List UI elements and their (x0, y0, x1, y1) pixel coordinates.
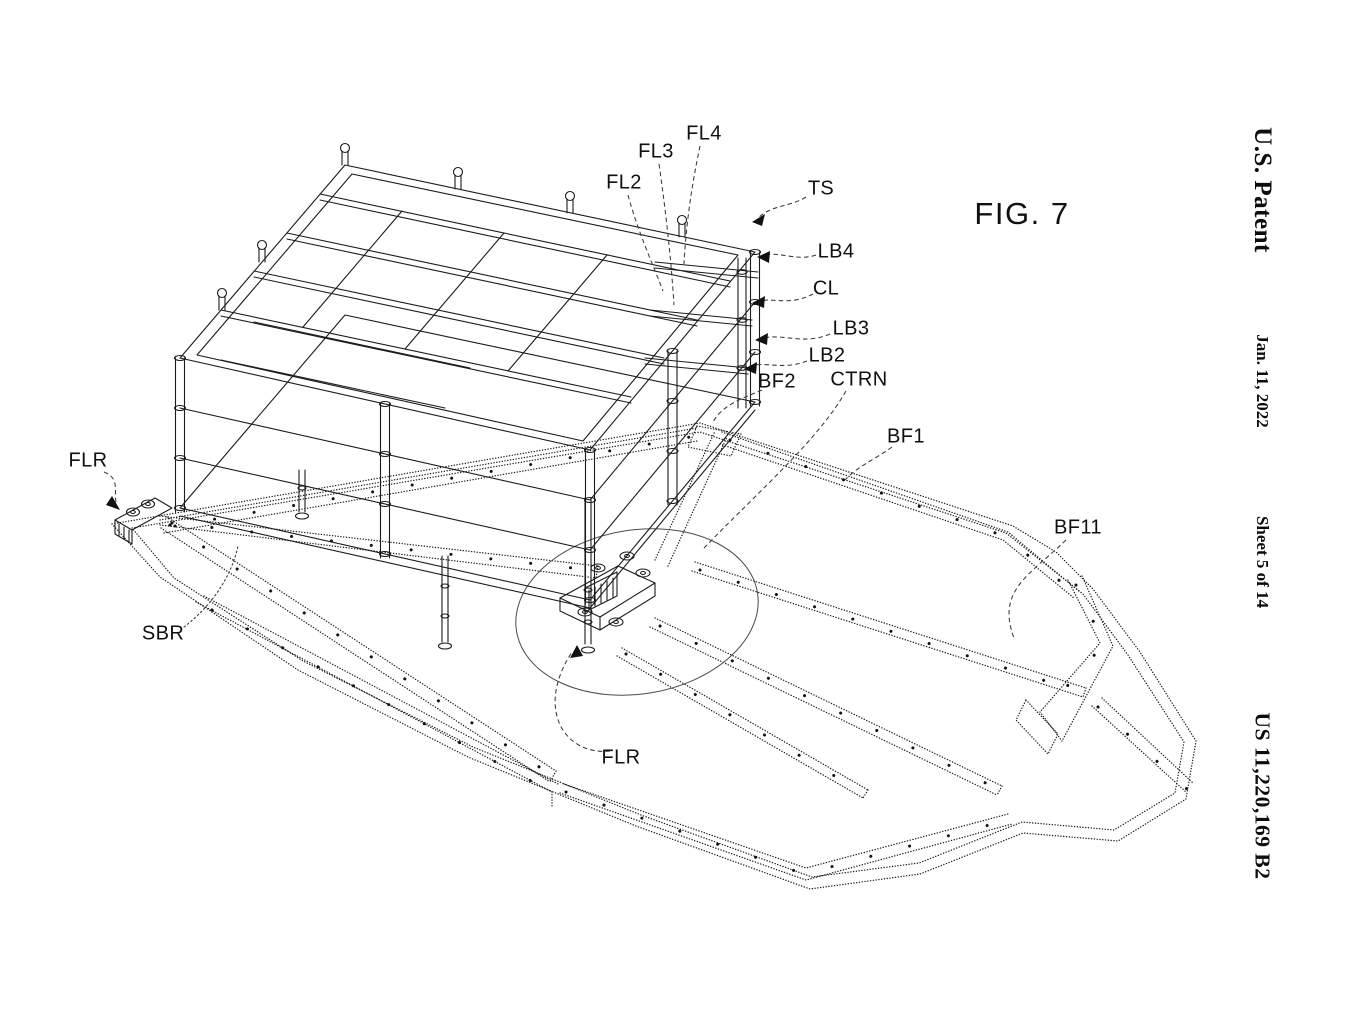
module-rack-drawing (173, 142, 762, 654)
ref-label-fl2: FL2 (606, 171, 642, 194)
ref-label-bf2: BF2 (758, 370, 796, 393)
rack-support-rods (294, 469, 596, 654)
ref-label-ts: TS (807, 177, 835, 200)
header-date: Jan. 11, 2022 (1253, 334, 1272, 428)
header-patent-number: US 11,220,169 B2 (1250, 712, 1275, 880)
callout-ellipse (515, 528, 759, 696)
base-frame-drawing (111, 422, 1197, 890)
header-publication: U.S. Patent (1249, 127, 1276, 253)
ref-label-ctrn: CTRN (830, 368, 888, 391)
ref-label-flr-center: FLR (601, 746, 641, 769)
rack-top-bolts (216, 142, 688, 311)
rack-end-ladder (644, 257, 759, 409)
ref-label-fl3: FL3 (638, 140, 674, 163)
ref-label-bf1: BF1 (887, 425, 925, 448)
front-left-bracket-drawing (114, 497, 173, 545)
ref-label-cl: CL (812, 277, 840, 300)
figure-caption: FIG. 7 (974, 196, 1070, 231)
ref-label-sbr: SBR (141, 622, 185, 645)
header-sheet: Sheet 5 of 14 (1253, 515, 1272, 609)
leader-lines (103, 145, 1067, 752)
ref-label-lb3: LB3 (832, 317, 870, 340)
ref-label-flr-left: FLR (68, 449, 108, 472)
ref-label-fl4: FL4 (686, 122, 722, 145)
ref-label-bf11: BF11 (1054, 516, 1102, 539)
ref-label-lb4: LB4 (817, 240, 855, 263)
ref-label-lb2: LB2 (808, 344, 846, 367)
